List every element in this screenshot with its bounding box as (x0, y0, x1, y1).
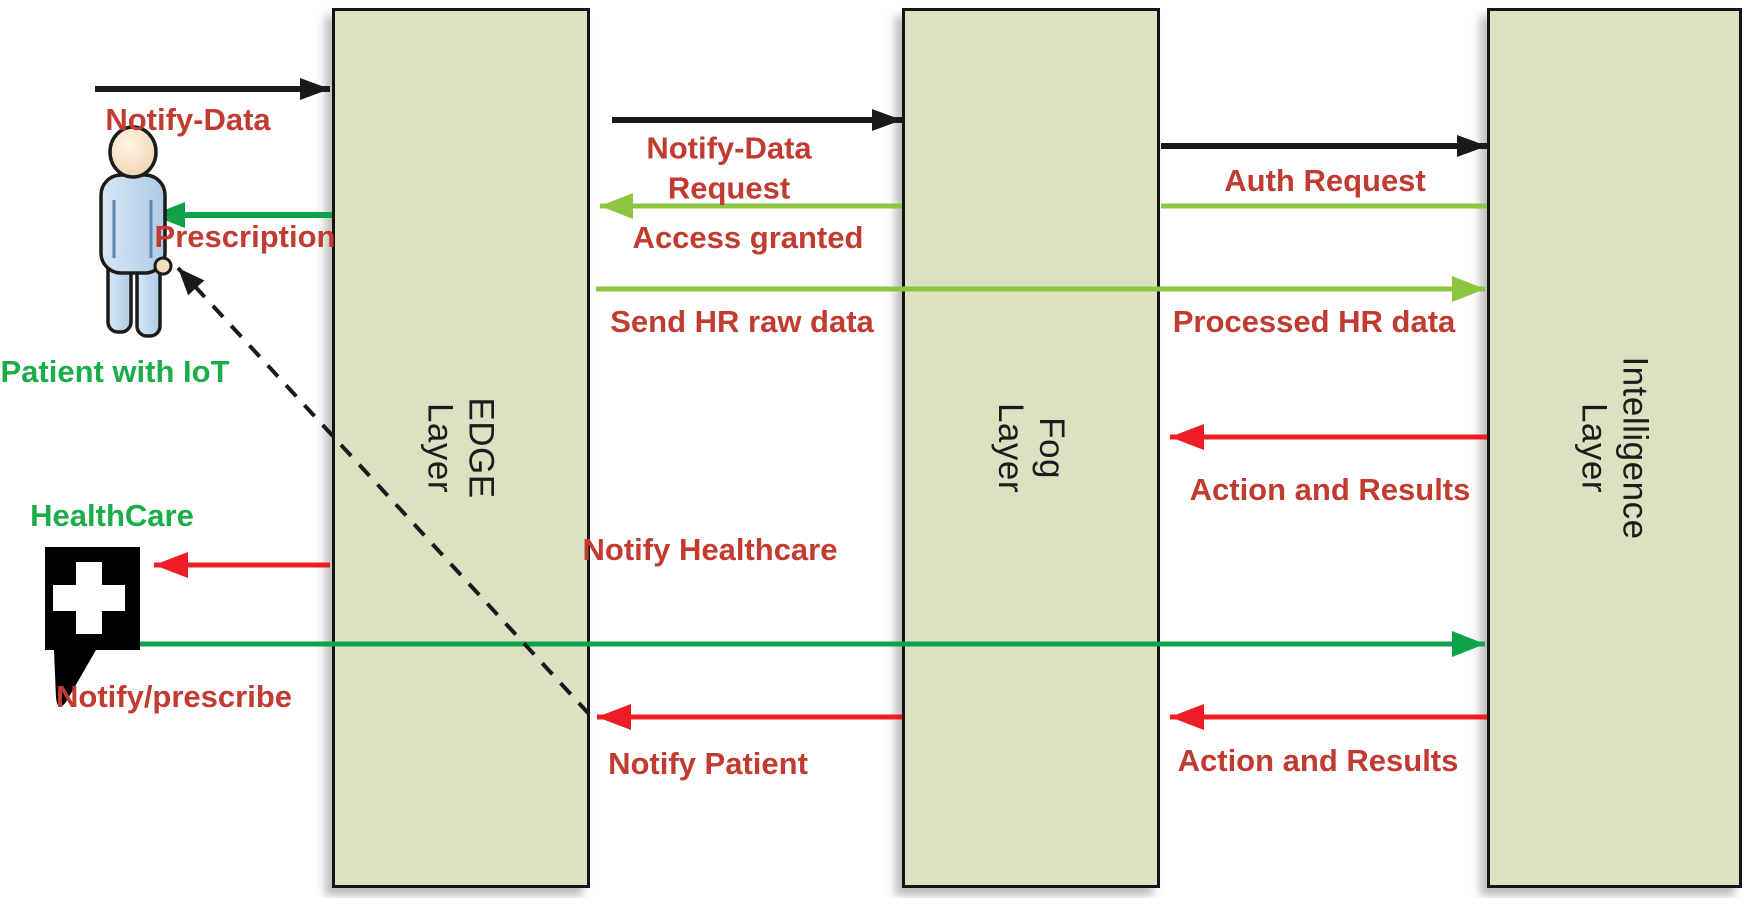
label-action-results-bottom: Action and Results (1177, 743, 1459, 779)
arrow-dashed-notify-to-patient (176, 266, 591, 716)
fog-layer-box: Fog Layer (902, 8, 1160, 888)
label-notify-data-request: Notify-Data Request (646, 130, 812, 205)
label-prescription: Prescription (154, 219, 336, 255)
label-action-results-top: Action and Results (1189, 472, 1471, 508)
label-auth-request: Auth Request (1224, 163, 1426, 199)
edge-layer-box: EDGE Layer (332, 8, 590, 888)
label-notify-patient: Notify Patient (608, 746, 808, 782)
label-notify-data-patient: Notify-Data (105, 102, 271, 138)
healthcare-icon (45, 547, 140, 707)
label-notify-healthcare: Notify Healthcare (582, 532, 838, 568)
label-processed-hr-data: Processed HR data (1172, 304, 1456, 340)
intelligence-layer-box: Intelligence Layer (1487, 8, 1742, 888)
label-access-granted: Access granted (632, 220, 864, 256)
label-send-hr-raw-data: Send HR raw data (610, 304, 874, 340)
patient-actor-label: Patient with IoT (0, 354, 230, 389)
patient-figure (99, 125, 173, 338)
healthcare-actor-label: HealthCare (30, 498, 194, 533)
label-notify-prescribe: Notify/prescribe (55, 679, 293, 715)
